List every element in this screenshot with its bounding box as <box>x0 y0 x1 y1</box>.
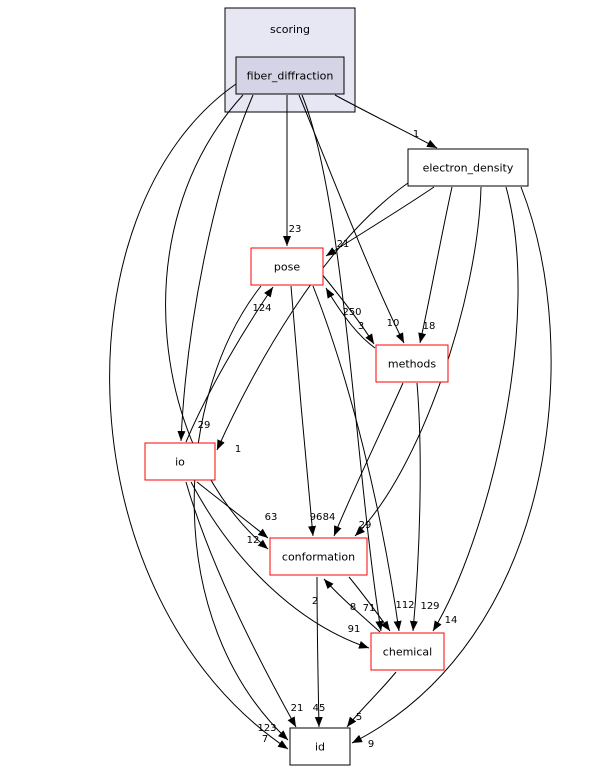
edge-label-chemical-id: 5 <box>356 712 362 723</box>
node-label-io[interactable]: io <box>175 456 185 469</box>
edge-io-id <box>185 481 297 728</box>
edge-methods-chemical <box>409 382 421 632</box>
node-chemical[interactable] <box>370 632 445 671</box>
edge-conformation-id <box>314 576 323 728</box>
edge-label-methods-chemical: 129 <box>420 601 439 612</box>
edge-pose-methods <box>320 272 375 345</box>
edge-label-fiber_diffraction-pose: 23 <box>289 224 302 235</box>
edge-electron_density-id <box>351 186 552 744</box>
edge-electron_density-chemical <box>432 186 519 632</box>
edge-methods-pose <box>325 287 376 349</box>
node-label-chemical[interactable]: chemical <box>383 646 432 659</box>
edge-electron_density-methods <box>418 186 453 344</box>
node-label-fiber_diffraction[interactable]: fiber_diffraction <box>247 70 334 83</box>
edge-methods-conformation <box>333 382 404 537</box>
edge-label-io-id: 21 <box>291 703 304 714</box>
edge-label-electron_density-chemical: 14 <box>445 615 458 626</box>
edge-electron_density-pose <box>325 186 435 257</box>
edge-pose-id <box>193 285 289 741</box>
edge-io-chemical <box>190 481 370 649</box>
edge-pose-conformation <box>290 285 316 537</box>
node-label-id[interactable]: id <box>315 741 325 754</box>
node-id[interactable] <box>289 727 351 766</box>
edge-electron_density-io <box>216 182 409 451</box>
edge-label-electron_density-id: 9 <box>368 739 374 750</box>
edge-label-electron_density-methods: 18 <box>423 321 436 332</box>
edge-label-electron_density-io: 1 <box>235 444 241 455</box>
edge-label-conformation-chemical: 71 <box>363 603 376 614</box>
node-methods[interactable] <box>375 344 449 383</box>
node-label-methods[interactable]: methods <box>388 358 436 371</box>
edge-label-fiber_diffraction-electron_density: 1 <box>413 129 419 140</box>
node-fiber_diffraction[interactable] <box>235 56 345 95</box>
edge-label-io-conformation: 63 <box>265 512 278 523</box>
edge-label-methods-conformation: 84 <box>323 512 336 523</box>
node-label-electron_density[interactable]: electron_density <box>423 162 514 175</box>
cluster-label-scoring: scoring <box>270 23 310 36</box>
edge-pose-chemical <box>312 285 402 632</box>
node-label-conformation[interactable]: conformation <box>282 551 355 564</box>
edge-fiber_diffraction-methods <box>298 94 405 344</box>
edge-label-conformation-id: 45 <box>313 703 326 714</box>
edge-io-conformation <box>196 481 269 539</box>
edge-label-io-pose: 124 <box>252 303 271 314</box>
edge-fiber_diffraction-electron_density <box>334 94 438 149</box>
edge-fiber_diffraction-io <box>177 94 254 442</box>
edge-label-electron_density-pose: 21 <box>337 239 350 250</box>
edge-label-pose-chemical: 112 <box>395 600 414 611</box>
edge-chemical-id <box>346 671 397 728</box>
edge-label-fiber_diffraction-id: 7 <box>262 734 268 745</box>
edge-label-electron_density-conformation: 29 <box>359 520 372 531</box>
edge-label-fiber_diffraction-conformation: 12 <box>247 535 260 546</box>
edge-label-pose-methods: 3 <box>358 321 364 332</box>
edge-label-chemical-conformation: 2 <box>312 596 318 607</box>
node-label-pose[interactable]: pose <box>274 261 300 274</box>
node-electron_density[interactable] <box>407 148 529 187</box>
edge-fiber_diffraction-id <box>109 83 289 750</box>
edge-fiber_diffraction-chemical <box>301 94 384 632</box>
edge-fiber_diffraction-conformation <box>165 94 269 550</box>
edge-label-fiber_diffraction-methods: 10 <box>387 318 400 329</box>
node-conformation[interactable] <box>269 537 368 576</box>
edge-io-pose <box>185 286 274 443</box>
node-pose[interactable] <box>250 247 324 286</box>
edge-label-fiber_diffraction-chemical: 8 <box>350 602 356 613</box>
edge-label-fiber_diffraction-io: 29 <box>198 420 211 431</box>
node-io[interactable] <box>144 442 216 481</box>
edge-chemical-conformation <box>323 578 381 633</box>
edge-label-pose-id: 123 <box>257 723 276 734</box>
edge-label-io-chemical: 91 <box>348 624 361 635</box>
edge-label-pose-conformation: 96 <box>310 512 323 523</box>
edge-conformation-chemical <box>348 576 391 632</box>
